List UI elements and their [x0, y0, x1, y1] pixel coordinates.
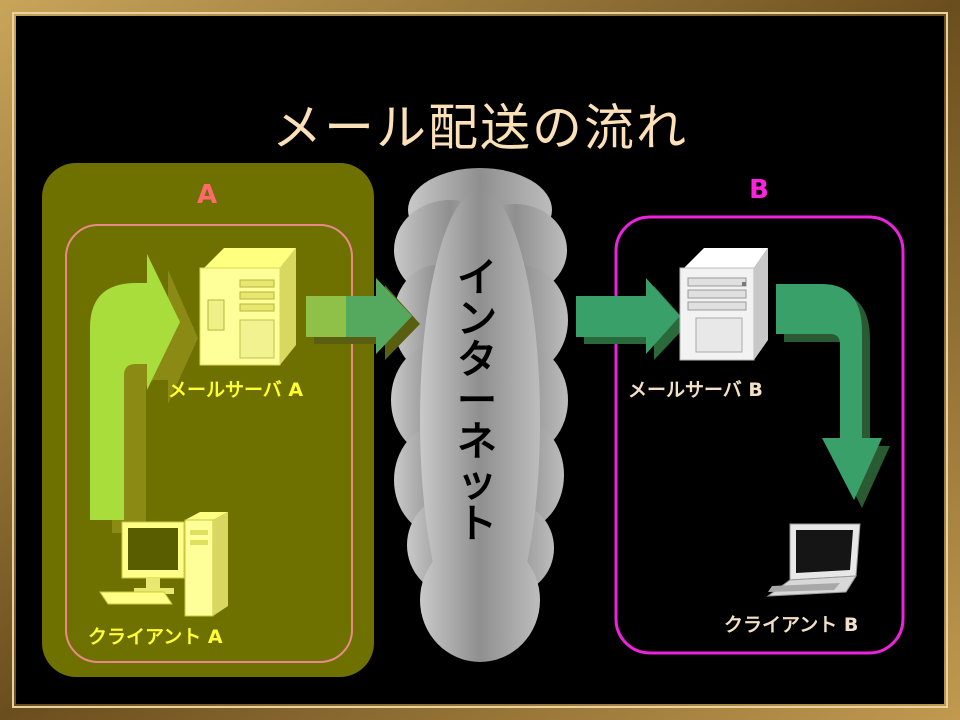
server-a-icon: [199, 248, 296, 366]
slide-title: メール配送の流れ: [272, 99, 688, 157]
arrow-client-a-to-server-a: [90, 254, 198, 533]
mail-server-a-label: メールサーバ A: [168, 379, 304, 401]
internet-label: インターネット: [457, 255, 497, 547]
client-a-icon: [99, 512, 228, 617]
client-b-label: クライアント B: [724, 614, 859, 636]
group-b-label: B: [749, 175, 769, 205]
internet-cloud: [391, 168, 568, 662]
client-b-icon: [766, 523, 861, 597]
client-a-label: クライアント A: [88, 626, 223, 648]
group-a-border: [65, 224, 353, 663]
arrow-internet-to-server-b: [576, 278, 688, 360]
server-b-icon: [679, 248, 768, 361]
mail-server-b-label: メールサーバ B: [628, 379, 763, 401]
group-a-label: A: [196, 180, 218, 210]
group-b-border: [614, 215, 905, 655]
arrow-server-b-to-client-b: [776, 284, 890, 508]
slide-frame-inner-line: [12, 12, 948, 708]
arrow-server-a-to-internet: [306, 278, 420, 360]
